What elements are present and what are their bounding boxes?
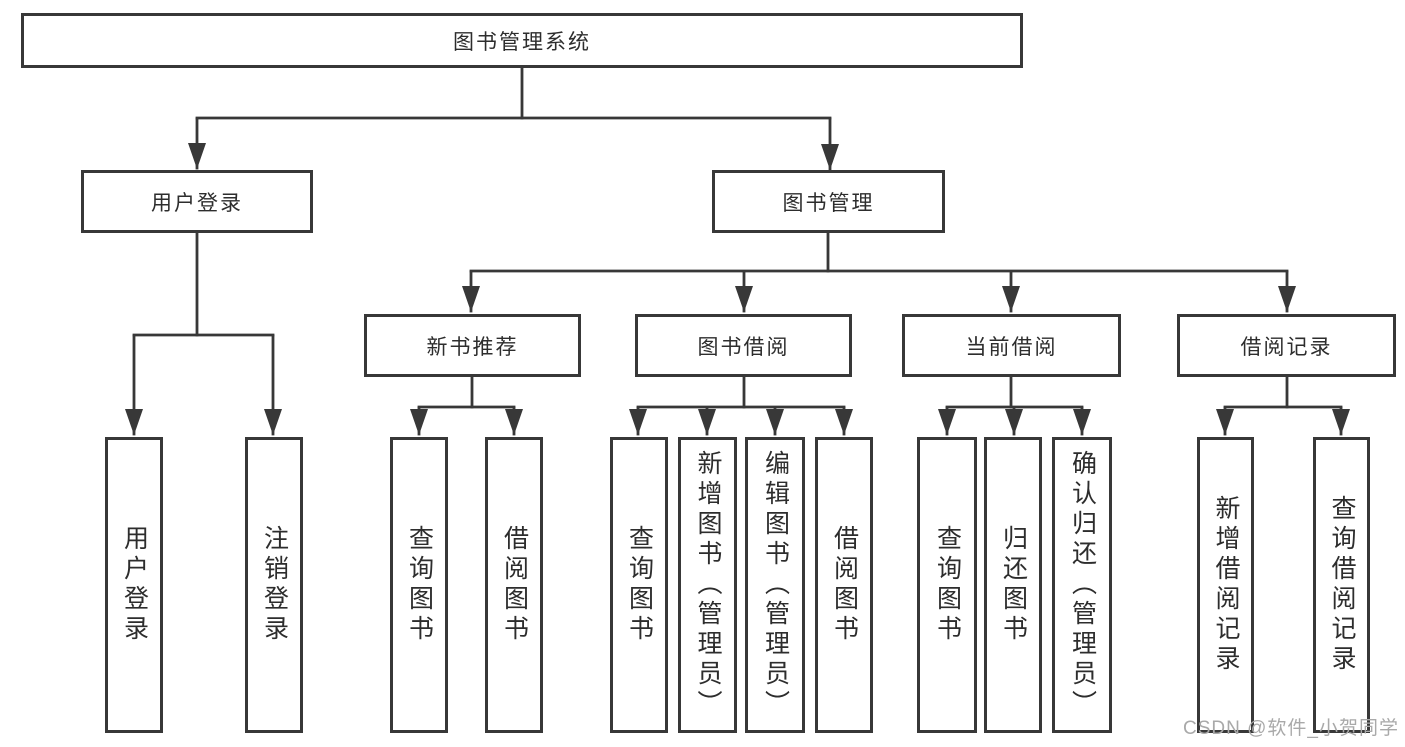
- leaf-borrow-books-recommend: 借阅图书: [485, 437, 543, 733]
- leaf-edit-book-admin: 编辑图书（管理员）: [745, 437, 805, 733]
- node-label: 借阅记录: [1240, 335, 1333, 359]
- leaf-logout: 注销登录: [245, 437, 303, 733]
- leaf-label: 归还图书: [999, 525, 1028, 645]
- leaf-return-books: 归还图书: [984, 437, 1042, 733]
- csdn-watermark: CSDN @软件_小贺同学: [1183, 718, 1399, 739]
- leaf-confirm-return-admin: 确认归还（管理员）: [1052, 437, 1112, 733]
- leaf-label: 查询图书: [405, 525, 434, 645]
- leaf-label: 注销登录: [260, 525, 289, 645]
- node-label: 新书推荐: [426, 335, 519, 359]
- leaf-label: 新增图书（管理员）: [694, 450, 722, 720]
- node-label: 用户登录: [151, 191, 243, 215]
- leaf-borrow-books-borrowing: 借阅图书: [815, 437, 873, 733]
- node-current-borrowing: 当前借阅: [902, 314, 1121, 377]
- node-new-book-recommend: 新书推荐: [364, 314, 581, 377]
- leaf-label: 用户登录: [120, 525, 149, 645]
- node-borrow-records: 借阅记录: [1177, 314, 1396, 377]
- leaf-user-login: 用户登录: [105, 437, 163, 733]
- leaf-label: 确认归还（管理员）: [1068, 450, 1097, 720]
- leaf-label: 借阅图书: [500, 525, 529, 645]
- node-library-management-system: 图书管理系统: [21, 13, 1023, 68]
- leaf-label: 编辑图书（管理员）: [761, 450, 790, 720]
- node-user-login: 用户登录: [81, 170, 313, 233]
- leaf-label: 查询图书: [625, 525, 654, 645]
- leaf-query-borrow-record: 查询借阅记录: [1313, 437, 1370, 733]
- leaf-label: 查询借阅记录: [1328, 495, 1356, 675]
- leaf-label: 借阅图书: [830, 525, 859, 645]
- node-label: 图书管理: [782, 191, 875, 215]
- node-book-borrowing: 图书借阅: [635, 314, 852, 377]
- leaf-query-books-borrowing: 查询图书: [610, 437, 668, 733]
- node-label: 当前借阅: [965, 335, 1058, 359]
- leaf-query-books-current: 查询图书: [917, 437, 977, 733]
- leaf-label: 新增借阅记录: [1212, 495, 1240, 675]
- leaf-add-borrow-record: 新增借阅记录: [1197, 437, 1254, 733]
- leaf-add-book-admin: 新增图书（管理员）: [678, 437, 737, 733]
- node-label: 图书管理系统: [453, 30, 591, 54]
- node-label: 图书借阅: [697, 335, 790, 359]
- leaf-label: 查询图书: [933, 525, 962, 645]
- leaf-query-books-recommend: 查询图书: [390, 437, 448, 733]
- node-book-management: 图书管理: [712, 170, 945, 233]
